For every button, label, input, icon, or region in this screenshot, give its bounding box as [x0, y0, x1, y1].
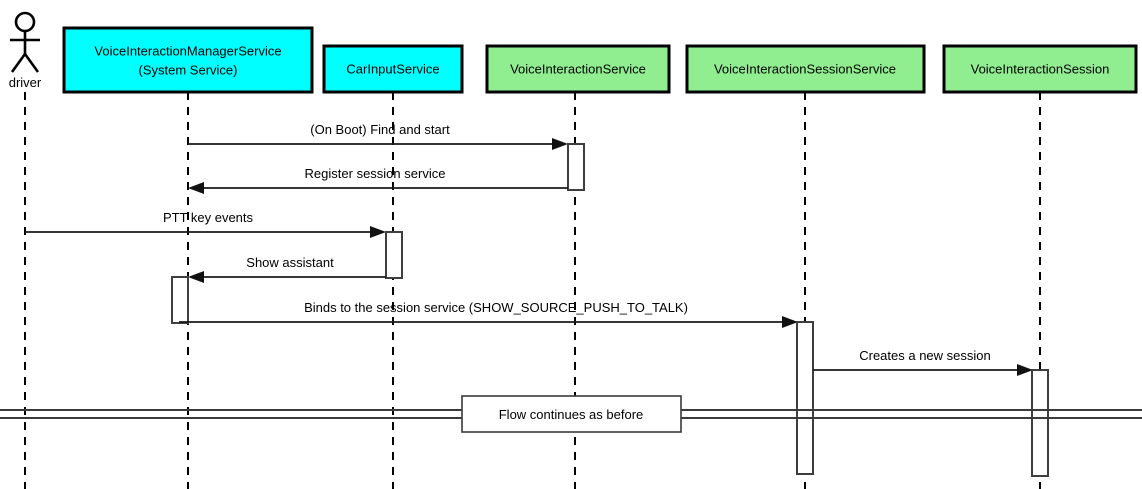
participant-vims[interactable]: VoiceInteractionManagerService (System S…	[62, 26, 314, 94]
actor-right-leg-icon	[23, 53, 40, 73]
message-m4-arrowhead-icon	[188, 271, 204, 283]
participant-vsession[interactable]: VoiceInteractionSession	[942, 44, 1138, 94]
message-show-assistant[interactable]: Show assistant	[188, 255, 386, 283]
message-m2-arrowhead-icon	[188, 182, 204, 194]
participant-vis-label: VoiceInteractionService	[510, 61, 646, 76]
actor-driver[interactable]: driver	[9, 11, 42, 90]
message-ptt-key-events[interactable]: PTT key events	[25, 210, 386, 238]
message-m3-label: PTT key events	[163, 210, 254, 225]
participant-vsess-service[interactable]: VoiceInteractionSessionService	[685, 44, 926, 94]
message-m4-label: Show assistant	[246, 255, 334, 270]
message-creates-a-new-session[interactable]: Creates a new session	[813, 348, 1033, 376]
activation-bar-vsession	[1031, 369, 1049, 477]
participant-carinput[interactable]: CarInputService	[322, 44, 464, 94]
message-m2-label: Register session service	[305, 166, 446, 181]
activation-bar-vsess-service	[796, 321, 814, 475]
participant-vsession-box	[942, 44, 1138, 94]
divider-note-box	[461, 395, 682, 433]
participant-vis-box	[485, 44, 671, 94]
participant-vis[interactable]: VoiceInteractionService	[485, 44, 671, 94]
participant-vims-box	[62, 26, 314, 94]
participant-vsess-service-label: VoiceInteractionSessionService	[714, 61, 896, 76]
participant-vsession-label: VoiceInteractionSession	[971, 61, 1110, 76]
message-on-boot-find-and-start[interactable]: (On Boot) Find and start	[188, 122, 568, 150]
participant-vsess-service-box	[685, 44, 926, 94]
participant-carinput-box	[322, 44, 464, 94]
message-m6-label: Creates a new session	[859, 348, 991, 363]
activation-bar-vis	[567, 143, 585, 191]
message-binds-to-session-service[interactable]: Binds to the session service (SHOW_SOURC…	[179, 300, 798, 328]
participant-vims-label-line1: VoiceInteractionManagerService	[94, 43, 281, 58]
actor-label: driver	[9, 75, 42, 90]
participant-carinput-label: CarInputService	[346, 61, 439, 76]
activation-bar-vims	[171, 276, 189, 324]
message-m5-label: Binds to the session service (SHOW_SOURC…	[304, 300, 688, 315]
divider-flow-continues: Flow continues as before	[0, 395, 1142, 433]
message-m1-arrowhead-icon	[552, 138, 568, 150]
message-m1-label: (On Boot) Find and start	[310, 122, 450, 137]
message-m5-arrowhead-icon	[782, 316, 798, 328]
actor-left-leg-icon	[10, 53, 27, 73]
message-register-session-service[interactable]: Register session service	[188, 166, 568, 194]
message-m6-arrowhead-icon	[1017, 364, 1033, 376]
actor-head-icon	[14, 11, 36, 33]
participant-vims-label-line2: (System Service)	[139, 62, 238, 77]
message-m3-arrowhead-icon	[370, 226, 386, 238]
activation-bar-carinput	[385, 231, 403, 279]
divider-note-label: Flow continues as before	[499, 407, 644, 422]
